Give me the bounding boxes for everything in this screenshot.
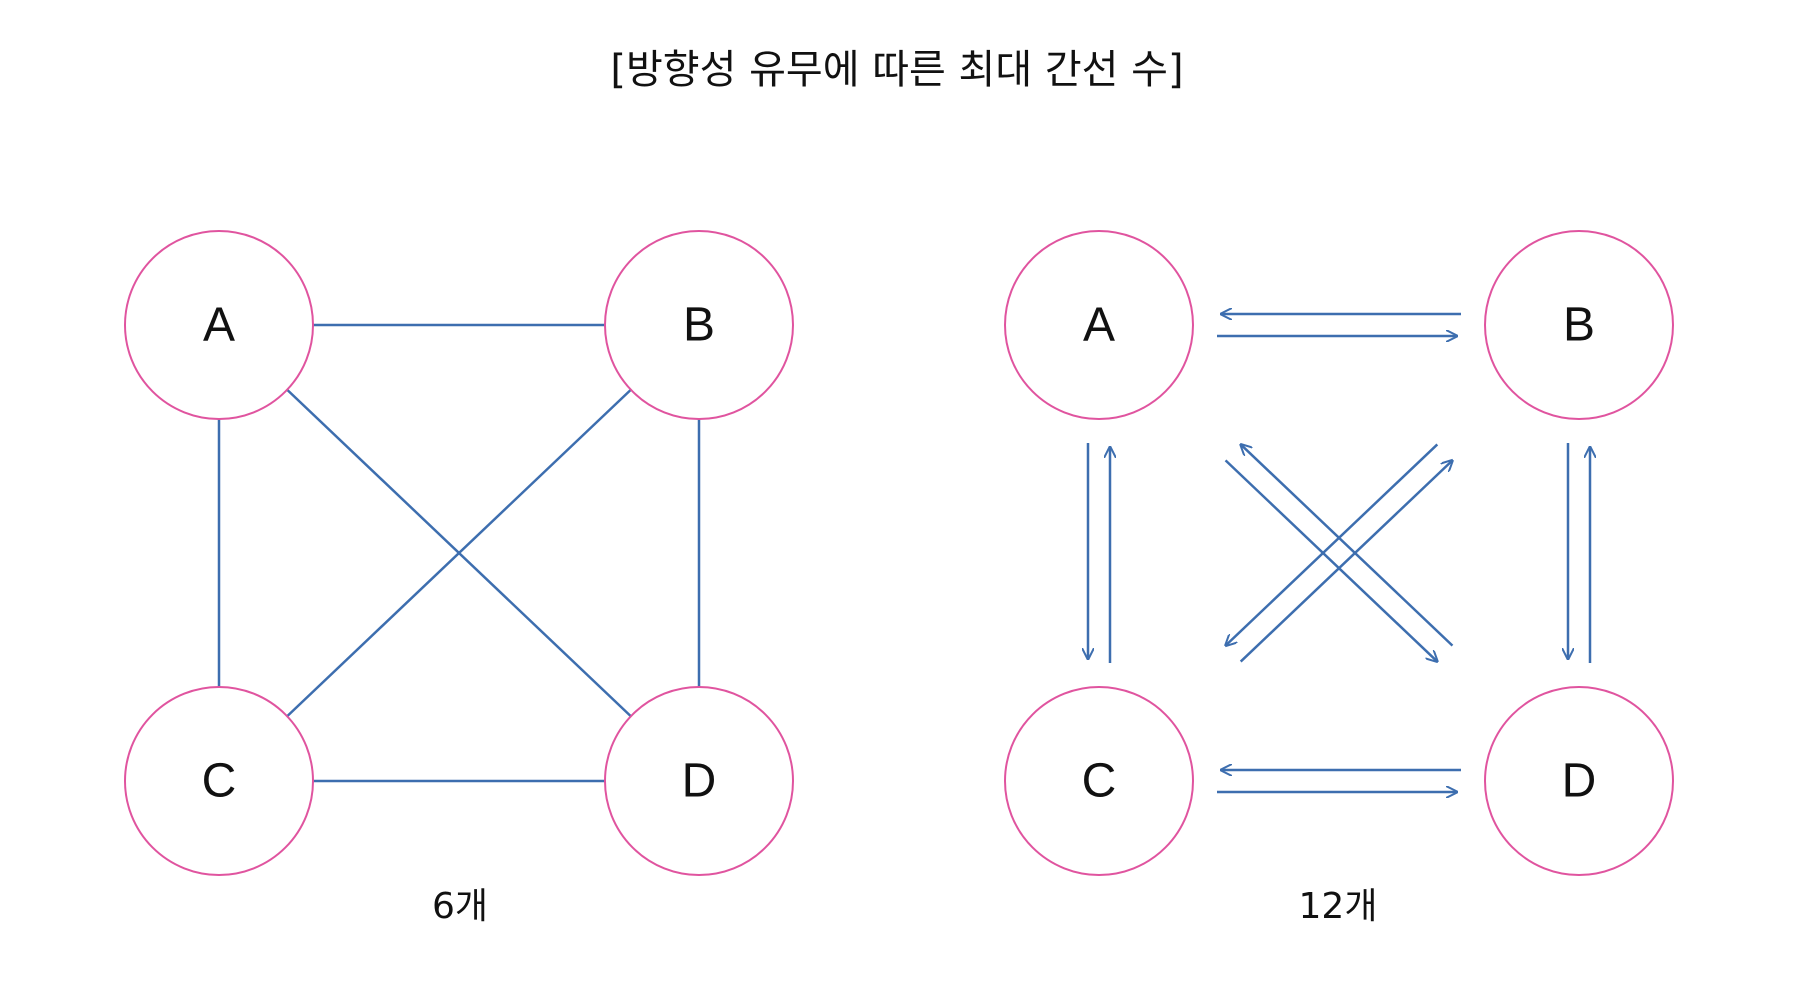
arrow-a-to-d <box>1224 459 1438 661</box>
undirected-node-label: C <box>202 755 237 808</box>
directed-node-label: A <box>1083 299 1115 352</box>
undirected-node-label: D <box>682 755 717 808</box>
undirected-node-label: A <box>203 299 235 352</box>
undirected-node-circle <box>124 230 314 420</box>
undirected-edges <box>217 323 701 783</box>
edge-b-c <box>286 388 632 718</box>
undirected-nodes: A B C D <box>124 230 794 876</box>
directed-nodes: A B C D <box>1004 230 1674 876</box>
undirected-node-c: C <box>124 686 314 876</box>
directed-node-a: A <box>1004 230 1194 420</box>
undirected-node-a: A <box>124 230 314 420</box>
directed-node-circle <box>1484 686 1674 876</box>
directed-node-label: C <box>1082 755 1117 808</box>
diagram-title: [방향성 유무에 따른 최대 간선 수] <box>610 47 1184 93</box>
directed-node-circle <box>1004 686 1194 876</box>
undirected-node-label: B <box>683 299 715 352</box>
undirected-edge-count: 6개 <box>431 886 489 927</box>
undirected-node-circle <box>124 686 314 876</box>
directed-edges <box>1088 314 1590 792</box>
directed-node-d: D <box>1484 686 1674 876</box>
undirected-node-circle <box>604 686 794 876</box>
directed-edge-count: 12개 <box>1298 886 1378 927</box>
arrow-d-to-a <box>1241 444 1454 647</box>
directed-node-circle <box>1004 230 1194 420</box>
directed-node-label: D <box>1562 755 1597 808</box>
undirected-node-circle <box>604 230 794 420</box>
undirected-node-d: D <box>604 686 794 876</box>
arrow-b-to-c <box>1226 443 1439 645</box>
directed-node-c: C <box>1004 686 1194 876</box>
directed-node-b: B <box>1484 230 1674 420</box>
undirected-node-b: B <box>604 230 794 420</box>
arrow-c-to-b <box>1239 460 1453 663</box>
directed-node-circle <box>1484 230 1674 420</box>
directed-node-label: B <box>1563 299 1595 352</box>
